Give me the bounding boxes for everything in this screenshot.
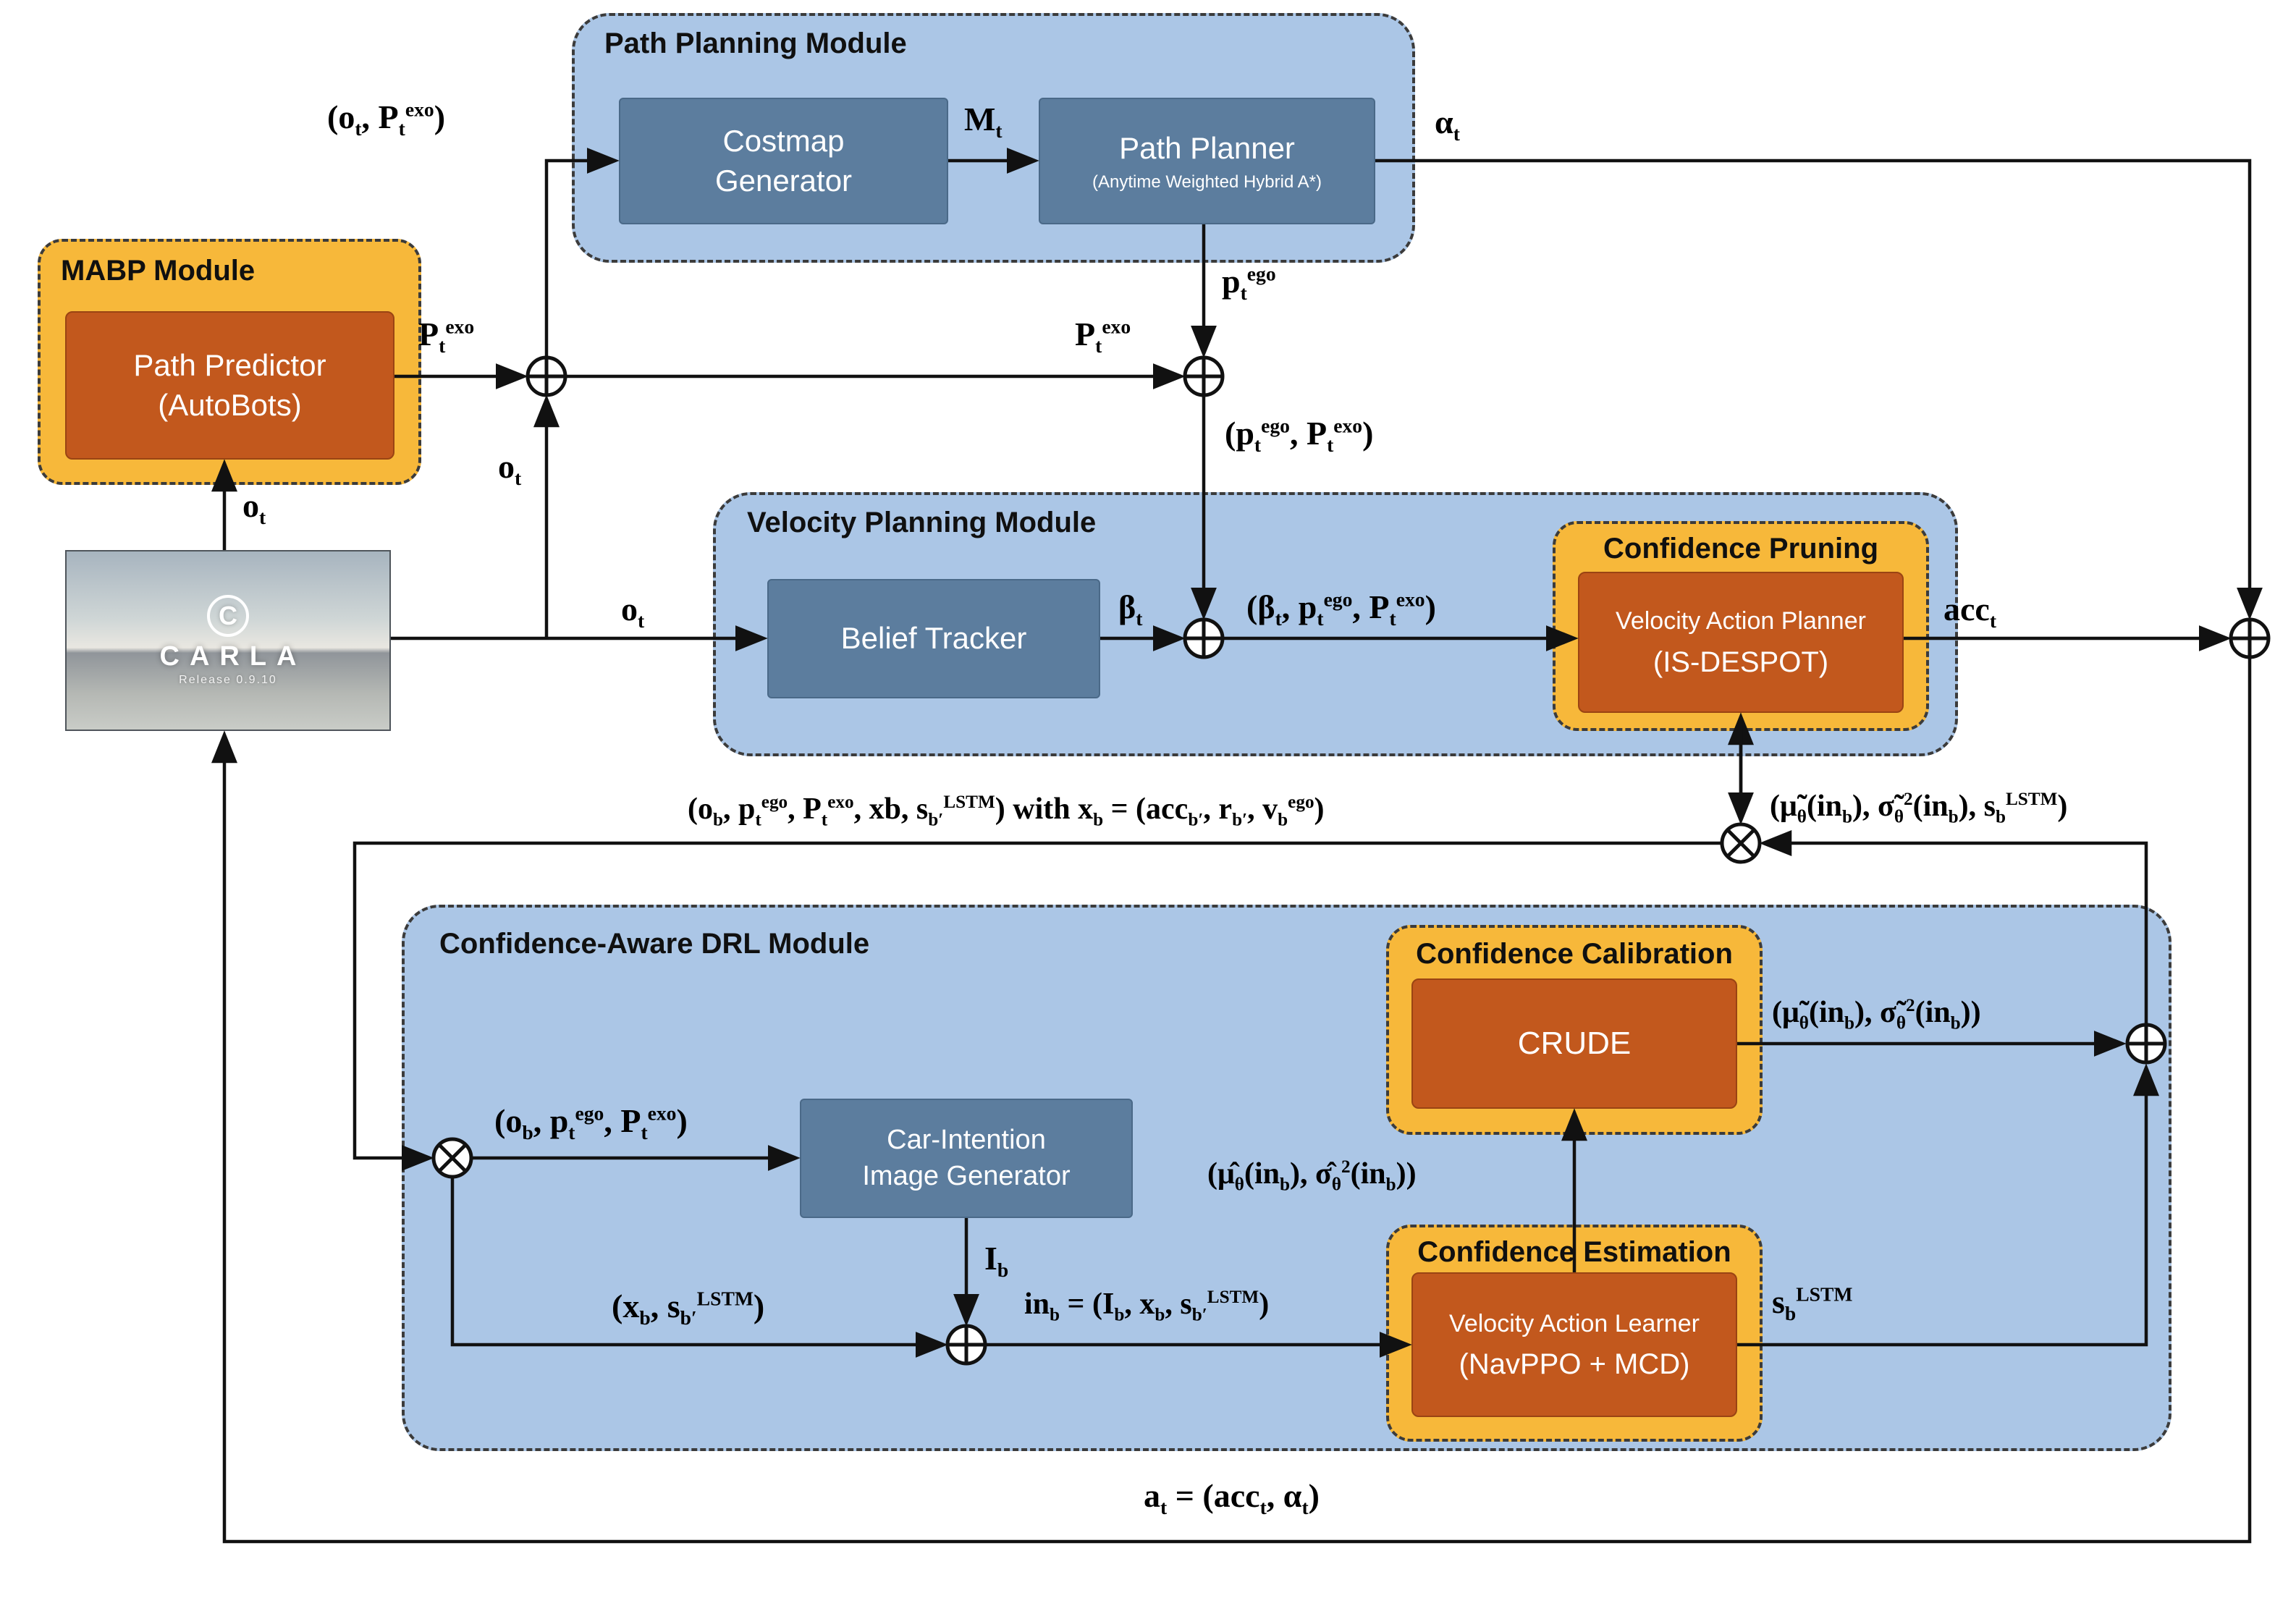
label-steer-alpha: αt <box>1435 103 1460 145</box>
car-intention-image-generator-label: Car-Intention Image Generator <box>862 1125 1071 1191</box>
label-lstm-state: sbLSTM <box>1772 1282 1853 1325</box>
velocity-action-planner-label: Velocity Action Planner <box>1616 607 1866 635</box>
label-action-equation: at = (acct, αt) <box>1144 1477 1320 1519</box>
carla-logo-icon: C <box>207 594 249 637</box>
label-raw-moments: (μ̂θ(inb), σ̂θ2(inb)) <box>1207 1157 1417 1195</box>
label-calibrated-moments: (μ̃θ(inb), σ̃θ2(inb)) <box>1772 996 1981 1033</box>
costmap-generator-label: Costmap Generator <box>714 123 853 198</box>
label-obs-branch: ot <box>498 448 522 490</box>
velocity-action-planner-sublabel: (IS-DESPOT) <box>1653 646 1829 678</box>
label-ego-exo-tuple: (ptego, Ptexo) <box>1225 414 1374 457</box>
plus-junction-ego-exo <box>1183 355 1225 397</box>
label-belief-beta: βt <box>1118 588 1143 630</box>
velocity-action-learner-sublabel: (NavPPO + MCD) <box>1459 1348 1690 1381</box>
confidence-calibration-title: Confidence Calibration <box>1416 938 1733 970</box>
mabp-title: MABP Module <box>61 255 256 287</box>
velocity-action-learner-box: Velocity Action Learner (NavPPO + MCD) <box>1411 1272 1737 1417</box>
label-accel: acct <box>1943 591 1997 633</box>
confidence-estimation-title: Confidence Estimation <box>1417 1236 1731 1268</box>
label-belief-tuple: (βt, ptego, Ptexo) <box>1246 588 1436 630</box>
confidence-pruning-title: Confidence Pruning <box>1603 533 1878 565</box>
path-planner-sublabel: (Anytime Weighted Hybrid A*) <box>1092 172 1322 193</box>
label-pred-exo-1: Ptexo <box>418 315 475 358</box>
crude-label: CRUDE <box>1517 1026 1632 1062</box>
plus-junction-action <box>2229 617 2271 659</box>
crude-box: CRUDE <box>1411 978 1737 1109</box>
label-obs-carla: ot <box>242 487 266 529</box>
label-drl-in-tuple: (ob, ptego, Ptexo) <box>494 1102 688 1144</box>
belief-tracker-box: Belief Tracker <box>767 579 1100 698</box>
velocity-action-learner-label: Velocity Action Learner <box>1449 1309 1700 1337</box>
costmap-generator-box: Costmap Generator <box>619 98 948 224</box>
label-path-ego: ptego <box>1222 262 1276 305</box>
label-costmap-mt: Mt <box>964 101 1003 143</box>
path-planning-title: Path Planning Module <box>604 28 907 59</box>
carla-release-text: Release 0.9.10 <box>179 673 277 686</box>
label-drl-out-tuple: (μ̃θ(inb), σ̃θ2(inb), sbLSTM) <box>1770 790 2068 827</box>
path-planner-label: Path Planner <box>1119 130 1295 165</box>
path-predictor-label: Path Predictor (AutoBots) <box>133 347 326 422</box>
label-batch-tuple: (ob, ptego, Ptexo, xb, sb′LSTM) with xb … <box>688 792 1325 830</box>
carla-simulator-image: C CARLA Release 0.9.10 <box>65 550 391 731</box>
velocity-action-planner-box: Velocity Action Planner (IS-DESPOT) <box>1578 572 1904 713</box>
times-junction-planner-drl <box>1720 822 1762 864</box>
carla-logo-text: CARLA <box>159 641 307 672</box>
confidence-aware-drl-title: Confidence-Aware DRL Module <box>439 928 870 960</box>
label-obs-main: ot <box>621 591 645 633</box>
label-obs-pred-tuple: (ot, Ptexo) <box>327 98 446 140</box>
plus-junction-obs-pred <box>526 355 567 397</box>
belief-tracker-label: Belief Tracker <box>840 621 1027 656</box>
label-state-tuple: (xb, sb′LSTM) <box>612 1287 765 1329</box>
path-planner-box: Path Planner (Anytime Weighted Hybrid A*… <box>1039 98 1375 224</box>
path-predictor-box: Path Predictor (AutoBots) <box>65 311 394 460</box>
velocity-planning-title: Velocity Planning Module <box>747 507 1097 538</box>
label-net-input: inb = (Ib, xb, sb′LSTM) <box>1024 1288 1270 1325</box>
label-intention-image: Ib <box>984 1240 1009 1282</box>
label-pred-exo-2: Ptexo <box>1075 315 1131 358</box>
car-intention-image-generator-box: Car-Intention Image Generator <box>800 1099 1133 1218</box>
